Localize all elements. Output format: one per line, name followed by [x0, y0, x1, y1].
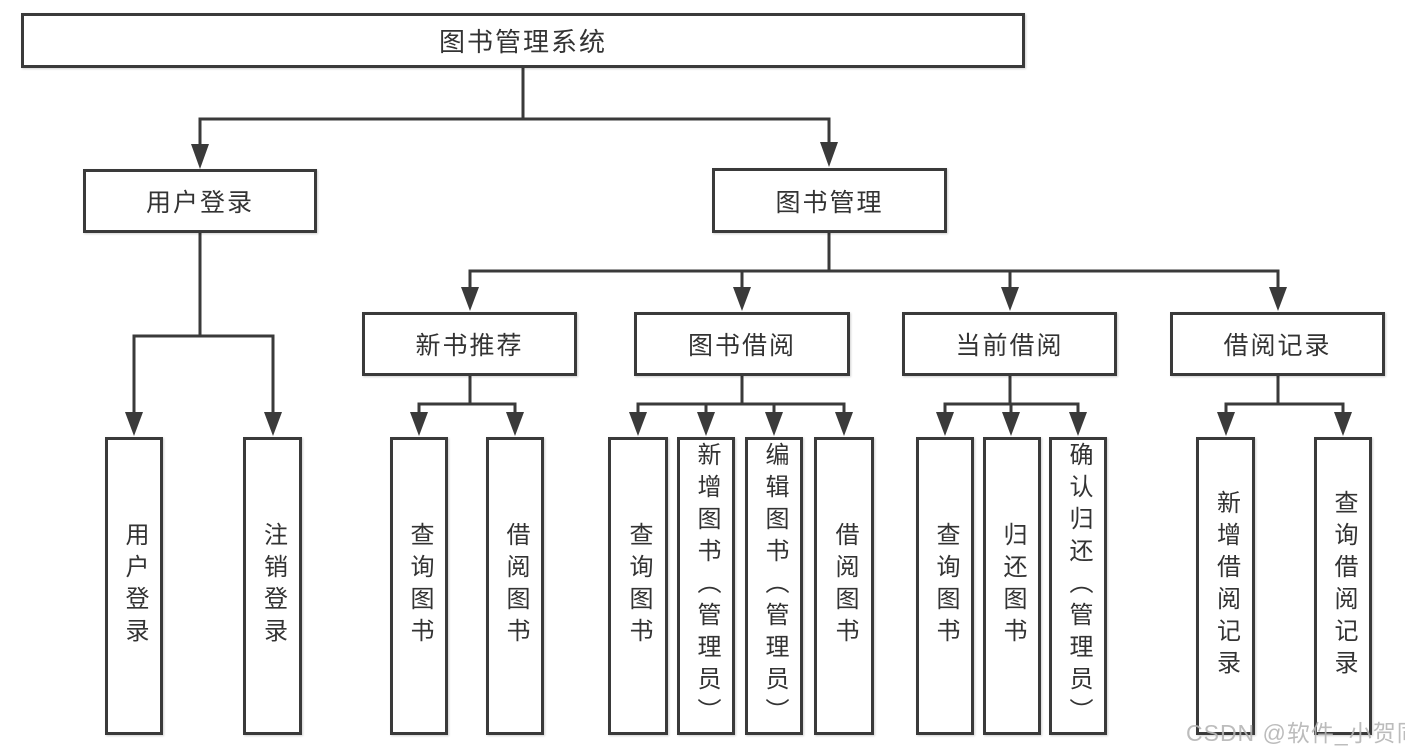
node-book-borrow: 图书借阅	[634, 312, 850, 376]
leaf-query-books-borrow: 查询图书	[608, 437, 668, 735]
arrowhead-icons	[125, 142, 1352, 436]
leaf-label: 查询图书	[932, 522, 959, 650]
leaf-confirm-return-admin: 确认归还（管理员）	[1049, 437, 1107, 735]
leaf-logout: 注销登录	[243, 437, 302, 735]
node-book-management: 图书管理	[712, 168, 947, 233]
leaf-label: 归还图书	[999, 522, 1026, 650]
leaf-user-login: 用户登录	[105, 437, 163, 735]
leaf-label: 确认归还（管理员）	[1065, 442, 1092, 730]
leaf-add-borrow-record: 新增借阅记录	[1196, 437, 1255, 735]
node-user-login: 用户登录	[83, 169, 317, 233]
leaf-label: 借阅图书	[831, 522, 858, 650]
node-label: 图书借阅	[687, 332, 796, 360]
node-new-book-recommend: 新书推荐	[362, 312, 577, 376]
csdn-watermark: CSDN @软件_小贺同学	[1186, 720, 1405, 746]
node-label: 当前借阅	[955, 332, 1064, 360]
node-label: 新书推荐	[415, 332, 524, 360]
leaf-label: 新增借阅记录	[1212, 490, 1240, 682]
node-borrow-records: 借阅记录	[1170, 312, 1385, 376]
leaf-query-books-current: 查询图书	[916, 437, 974, 735]
node-label: 图书管理	[775, 188, 884, 217]
node-root-library-system: 图书管理系统	[21, 13, 1025, 68]
leaf-label: 查询图书	[406, 522, 433, 650]
leaf-label: 编辑图书（管理员）	[761, 442, 788, 730]
leaf-label: 注销登录	[259, 522, 287, 650]
leaf-query-books-recommend: 查询图书	[390, 437, 448, 735]
leaf-return-books: 归还图书	[983, 437, 1041, 735]
node-current-borrow: 当前借阅	[902, 312, 1117, 376]
leaf-label: 借阅图书	[502, 522, 529, 650]
leaf-label: 新增图书（管理员）	[693, 442, 720, 730]
node-label: 图书管理系统	[438, 27, 607, 57]
leaf-borrow-books: 借阅图书	[814, 437, 874, 735]
leaf-add-books-admin: 新增图书（管理员）	[677, 437, 735, 735]
leaf-label: 查询图书	[625, 522, 652, 650]
node-label: 用户登录	[145, 189, 254, 217]
node-label: 借阅记录	[1223, 332, 1332, 360]
leaf-query-borrow-record: 查询借阅记录	[1314, 437, 1372, 735]
leaf-label: 用户登录	[121, 522, 148, 650]
leaf-borrow-books-recommend: 借阅图书	[486, 437, 544, 735]
leaf-label: 查询借阅记录	[1330, 490, 1357, 682]
leaf-edit-books-admin: 编辑图书（管理员）	[745, 437, 803, 735]
